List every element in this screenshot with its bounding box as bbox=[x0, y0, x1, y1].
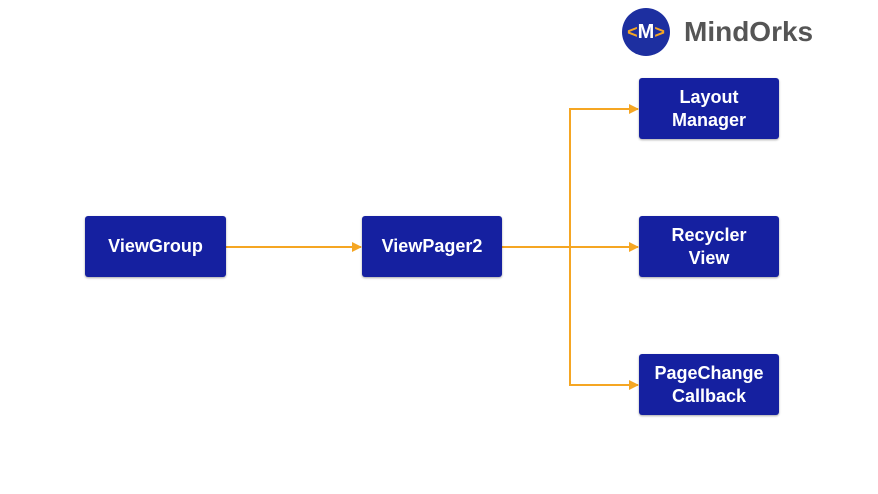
node-viewpager2: ViewPager2 bbox=[362, 216, 502, 277]
node-recycler-view: Recycler View bbox=[639, 216, 779, 277]
mindorks-logo: <M> MindOrks bbox=[622, 8, 813, 56]
mindorks-logo-icon: <M> bbox=[622, 8, 670, 56]
node-viewgroup: ViewGroup bbox=[85, 216, 226, 277]
brand-name: MindOrks bbox=[684, 16, 814, 47]
node-page-change-callback: PageChange Callback bbox=[639, 354, 779, 415]
node-layout-manager: Layout Manager bbox=[639, 78, 779, 139]
